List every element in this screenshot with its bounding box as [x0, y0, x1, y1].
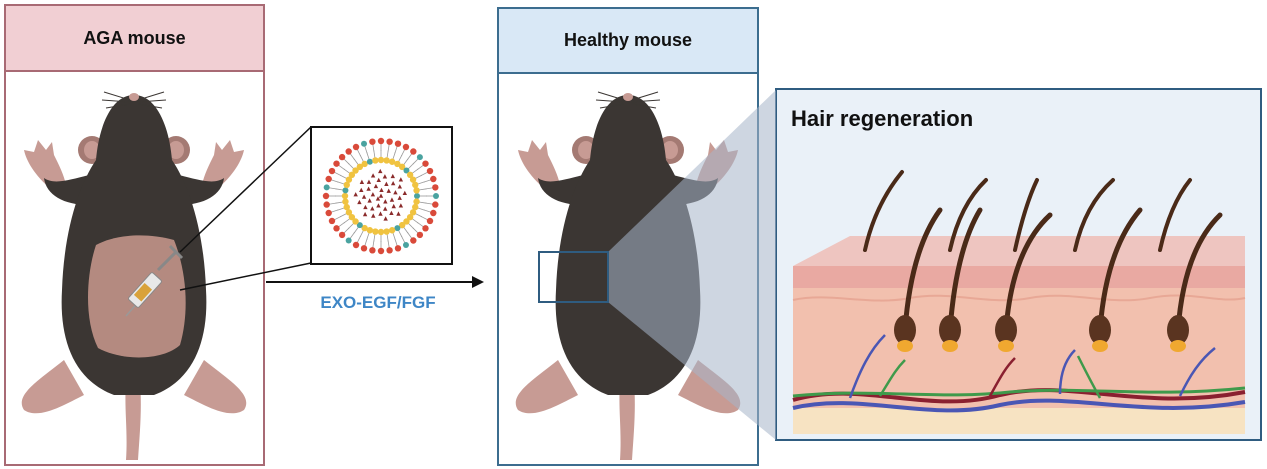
healthy-panel-title: Healthy mouse — [499, 9, 757, 74]
aga-panel-title: AGA mouse — [6, 6, 263, 72]
skin-cross-section — [792, 170, 1246, 434]
regen-panel-title: Hair regeneration — [791, 106, 974, 131]
syringe-icon — [125, 244, 184, 317]
zoom-line — [179, 262, 312, 291]
zoom-box — [538, 251, 609, 303]
zoom-projection — [608, 90, 776, 440]
healthy-mouse-panel: Healthy mouse — [497, 7, 759, 466]
exosome-icon — [322, 137, 439, 255]
aga-mouse-illustration — [21, 91, 247, 461]
aga-mouse-panel: AGA mouse — [4, 4, 265, 466]
zoom-line — [179, 126, 312, 253]
treatment-label: EXO-EGF/FGF — [320, 293, 436, 312]
treatment-arrow — [266, 276, 484, 288]
